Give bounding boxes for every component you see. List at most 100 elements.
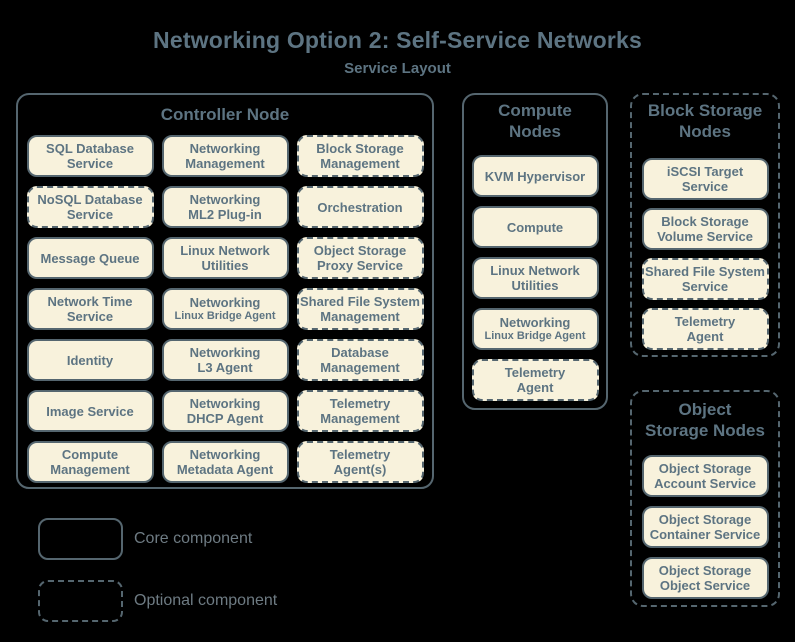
service-label: NoSQL Database bbox=[37, 192, 143, 207]
legend-label: Optional component bbox=[134, 592, 278, 609]
service-label: Networking bbox=[189, 295, 261, 310]
node-title-line: Controller Node bbox=[160, 105, 290, 124]
service-label: Networking bbox=[189, 396, 261, 411]
page-subtitle: Service Layout bbox=[344, 60, 451, 77]
service-label: Compute bbox=[506, 219, 564, 235]
service-label: Orchestration bbox=[317, 199, 403, 215]
node-title-line: Storage Nodes bbox=[645, 421, 765, 440]
service-label: SQL Database bbox=[46, 141, 134, 156]
service-label: Linux Network bbox=[180, 243, 270, 258]
service-label: Shared File System bbox=[300, 294, 420, 309]
node-title-line: Nodes bbox=[509, 122, 561, 141]
node-title-line: Block Storage bbox=[647, 101, 763, 120]
service-label: Networking bbox=[499, 315, 571, 330]
service-label: Metadata Agent bbox=[176, 462, 274, 477]
legend-swatch-core bbox=[38, 518, 123, 560]
service-label: Management bbox=[320, 309, 400, 324]
service-label: Networking bbox=[189, 141, 261, 156]
service-label: DHCP Agent bbox=[186, 411, 264, 426]
service-box-core: KVM Hypervisor bbox=[471, 155, 599, 197]
service-label: Service bbox=[66, 207, 114, 222]
service-box-core: Identity bbox=[26, 339, 154, 381]
service-box-core: Compute bbox=[471, 206, 599, 248]
service-label: Agent bbox=[516, 380, 554, 395]
node-title-line: Object bbox=[678, 400, 732, 419]
service-label: Linux Bridge Agent bbox=[484, 330, 586, 342]
service-label: Networking bbox=[189, 192, 261, 207]
service-label: Account Service bbox=[654, 476, 756, 491]
service-label: ML2 Plug-in bbox=[188, 207, 262, 222]
service-box-core: Image Service bbox=[26, 390, 154, 432]
legend-swatch-optional bbox=[38, 580, 123, 622]
service-label: Message Queue bbox=[40, 250, 140, 266]
service-label: Object Storage bbox=[658, 563, 752, 578]
service-label: Telemetry bbox=[674, 314, 736, 329]
service-label: Object Storage bbox=[658, 461, 752, 476]
page-title: Networking Option 2: Self-Service Networ… bbox=[153, 27, 642, 53]
node-title-line: Compute bbox=[498, 101, 572, 120]
service-label: Proxy Service bbox=[316, 258, 403, 273]
service-label: Management bbox=[320, 411, 400, 426]
service-label: Utilities bbox=[511, 278, 559, 293]
service-label: Agent(s) bbox=[333, 462, 387, 477]
node-title: Controller Node bbox=[18, 95, 432, 125]
service-label: Block Storage bbox=[316, 141, 404, 156]
service-label: Service bbox=[681, 279, 729, 294]
service-label: Management bbox=[320, 156, 400, 171]
service-label: Utilities bbox=[201, 258, 249, 273]
service-label: Block Storage bbox=[661, 214, 749, 229]
legend-label: Core component bbox=[134, 530, 253, 547]
service-label: Image Service bbox=[46, 403, 134, 419]
service-label: Telemetry bbox=[329, 396, 391, 411]
service-label: Service bbox=[66, 156, 114, 171]
service-label: Service bbox=[66, 309, 114, 324]
service-label: KVM Hypervisor bbox=[484, 168, 586, 184]
service-label: Object Storage bbox=[313, 243, 407, 258]
legend-item-optional: Optional component bbox=[38, 580, 277, 622]
service-label: Object Service bbox=[659, 578, 751, 593]
service-label: Database bbox=[331, 345, 389, 360]
service-label: Management bbox=[50, 462, 130, 477]
service-label: Linux Bridge Agent bbox=[174, 310, 276, 322]
service-label: iSCSI Target bbox=[666, 164, 744, 179]
service-label: Service bbox=[681, 179, 729, 194]
service-label: Telemetry bbox=[329, 447, 391, 462]
service-label: Network Time bbox=[47, 294, 133, 309]
service-label: Compute bbox=[61, 447, 119, 462]
service-label: Networking bbox=[189, 345, 261, 360]
service-label: Telemetry bbox=[504, 365, 566, 380]
legend-item-core: Core component bbox=[38, 518, 277, 560]
